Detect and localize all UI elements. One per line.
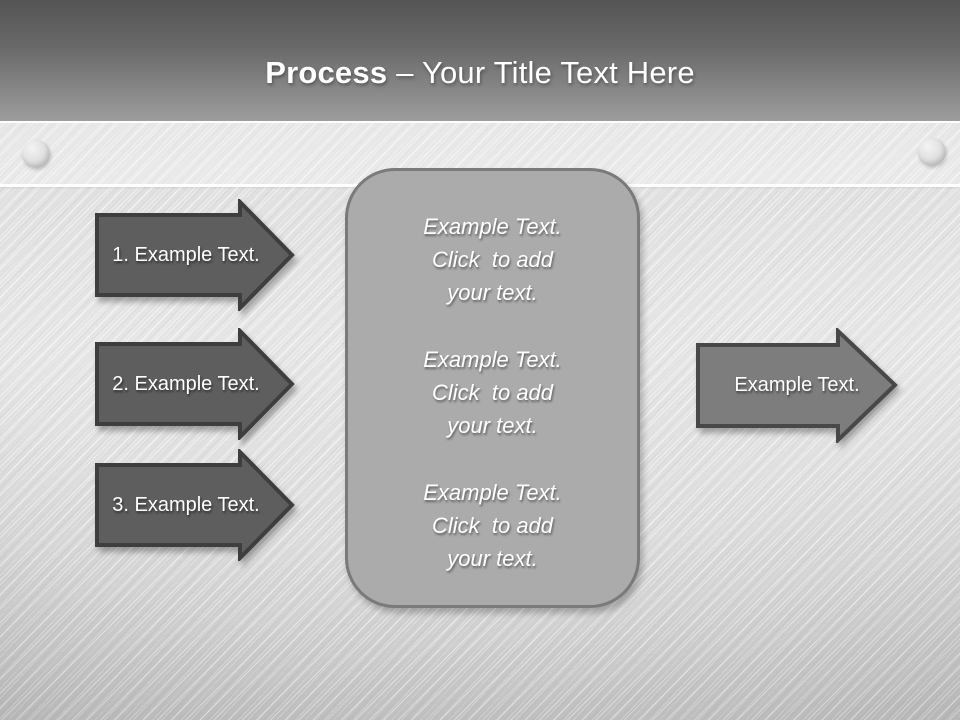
placeholder-paragraph[interactable]: Example Text. Click to add your text. — [423, 479, 562, 571]
process-arrow-2-label: 2. Example Text. — [112, 372, 260, 395]
center-text-box[interactable]: Example Text. Click to add your text. Ex… — [345, 168, 640, 608]
process-arrow-1-label: 1. Example Text. — [112, 243, 260, 266]
page-title-keyword: Process — [265, 55, 388, 90]
right-arrow-shape-icon — [696, 328, 898, 443]
right-arrow-shape-icon — [95, 328, 295, 440]
right-arrow-shape-icon — [95, 449, 295, 561]
page-title: Process– Your Title Text Here — [0, 54, 960, 92]
process-arrow-2[interactable]: 2. Example Text. — [95, 328, 295, 440]
output-arrow-label: Example Text. — [734, 374, 860, 396]
process-arrow-3[interactable]: 3. Example Text. — [95, 449, 295, 561]
output-arrow[interactable]: Example Text. — [696, 328, 898, 443]
placeholder-paragraph[interactable]: Example Text. Click to add your text. — [423, 213, 562, 305]
placeholder-paragraph[interactable]: Example Text. Click to add your text. — [423, 346, 562, 438]
process-arrow-1[interactable]: 1. Example Text. — [95, 199, 295, 311]
metal-plate-band — [0, 121, 960, 187]
right-arrow-shape-icon — [95, 199, 295, 311]
rivet-icon — [22, 140, 50, 168]
page-title-subtitle: – Your Title Text Here — [396, 55, 695, 90]
process-arrow-3-label: 3. Example Text. — [112, 493, 260, 516]
rivet-icon — [918, 138, 946, 166]
slide-header: Process– Your Title Text Here — [0, 0, 960, 121]
